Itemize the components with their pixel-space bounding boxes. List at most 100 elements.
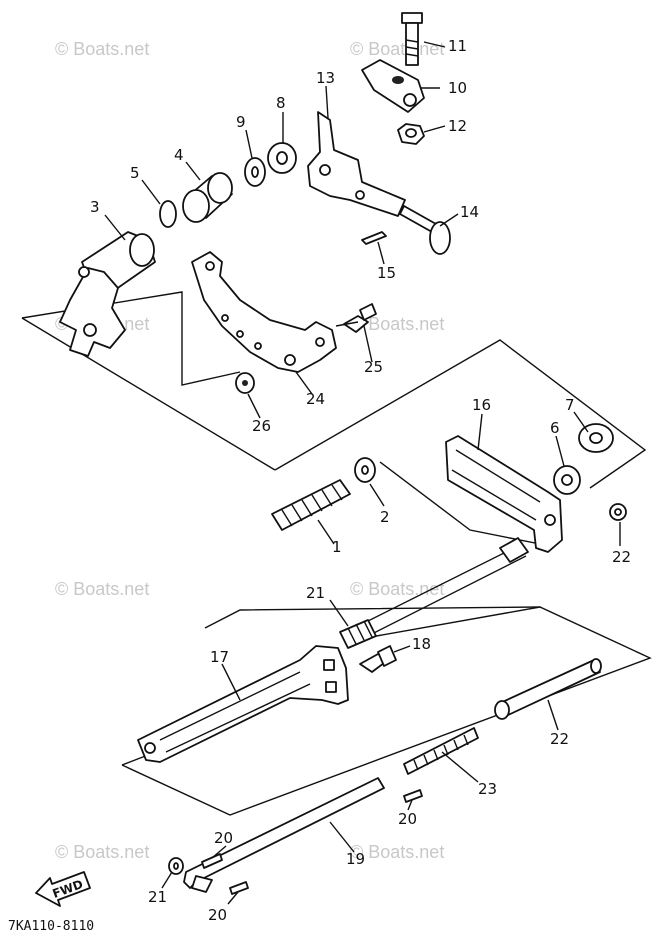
part-11-bolt — [401, 12, 423, 66]
part-16-lever-bracket — [445, 435, 563, 553]
callout-9: 9 — [236, 113, 246, 131]
callout-26: 24 — [306, 390, 325, 408]
part-12-nut — [397, 123, 425, 145]
callout-6: 6 — [550, 419, 560, 437]
bushing-end — [207, 172, 233, 204]
spring-coils — [347, 620, 373, 645]
callout-20-upper: 20 — [398, 810, 417, 828]
part-17-tilt-lever — [137, 645, 349, 763]
nut-hole — [405, 128, 417, 138]
bracket-plate — [307, 111, 406, 217]
callout-18: 18 — [412, 635, 431, 653]
callout-15: 15 — [377, 264, 396, 282]
bolt-thread — [405, 39, 419, 57]
spring-body — [271, 479, 351, 531]
lever-groove — [159, 671, 311, 753]
washer-hole — [614, 508, 622, 516]
part-20-cotter-pin — [403, 789, 423, 803]
leader-lines — [104, 41, 621, 905]
callout-3: 3 — [90, 198, 100, 216]
bolt-head — [401, 12, 423, 24]
callout-14: 14 — [460, 203, 479, 221]
callout-22: 22 — [612, 548, 631, 566]
bracket-hole — [221, 314, 229, 322]
washer-hole — [276, 151, 288, 165]
block-hole — [403, 93, 417, 107]
tube-end — [590, 658, 602, 674]
bracket-hole — [315, 337, 325, 347]
callout-28: 26 — [252, 417, 271, 435]
watermark-text: © Boats.net — [350, 39, 444, 59]
bracket-hole — [544, 514, 556, 526]
callout-20-middle: 20 — [214, 829, 233, 847]
washer-hole — [361, 465, 369, 475]
callout-27: 25 — [364, 358, 383, 376]
callout-16: 16 — [472, 396, 491, 414]
watermark-text: © Boats.net — [350, 579, 444, 599]
watermark-text: © Boats.net — [55, 39, 149, 59]
callout-7: 7 — [565, 396, 575, 414]
frame-line — [21, 317, 276, 471]
spring-coils — [413, 734, 469, 771]
rod-spring-end — [499, 537, 529, 563]
part-4-bushing — [182, 172, 233, 223]
assembly-frames — [21, 291, 652, 816]
pin-shaft — [399, 205, 437, 233]
part-19-rod — [183, 777, 385, 893]
part-20-cotter-pin — [229, 881, 249, 895]
clamp-hole — [83, 323, 97, 337]
callout-23: 21 — [306, 584, 325, 602]
lever-hole — [325, 681, 337, 693]
part-5-ring — [159, 200, 177, 228]
clamp-lever — [59, 267, 126, 357]
rod-line — [355, 555, 527, 643]
callout-19: 19 — [346, 850, 365, 868]
bolt-shank — [405, 22, 419, 66]
lever-hole — [323, 659, 335, 671]
part-6-washer — [553, 465, 581, 495]
watermark-text: © Boats.net — [350, 314, 444, 334]
fwd-direction-arrow: FWD — [35, 871, 91, 907]
washer-hole — [589, 432, 603, 444]
part-26-curved-bracket — [191, 251, 337, 373]
curved-bracket-body — [191, 251, 337, 373]
part-21-washer — [168, 857, 184, 875]
lever-hole — [144, 742, 156, 754]
part-7-washer — [578, 423, 614, 453]
block-hole — [392, 76, 404, 84]
bracket-hole — [254, 342, 262, 350]
frame-line — [274, 339, 647, 489]
callout-8: 8 — [276, 94, 286, 112]
part-23-spring — [339, 537, 529, 649]
nut-hole — [242, 380, 248, 386]
washer-hole — [173, 862, 179, 870]
lever-bracket-body — [445, 435, 563, 553]
part-9-washer — [244, 157, 266, 187]
part-27-bolt — [343, 303, 377, 333]
callout-11: 11 — [448, 37, 467, 55]
spring-coils — [281, 484, 343, 527]
part-2-washer — [354, 457, 376, 483]
part-15-cotter-pin — [361, 231, 387, 245]
part-3-clamp-body — [59, 231, 156, 357]
callout-13: 13 — [316, 69, 335, 87]
watermark-text: © Boats.net — [55, 579, 149, 599]
bolt-head — [377, 645, 397, 667]
cotter-pin-body — [361, 231, 387, 245]
part-1-spring — [271, 479, 351, 531]
bolt-head — [343, 315, 369, 333]
part-14-pin — [399, 205, 451, 255]
callout-17: 17 — [210, 648, 229, 666]
callout-20-lower: 20 — [208, 906, 227, 924]
watermark-text: © Boats.net — [350, 842, 444, 862]
part-24-tube — [494, 658, 602, 720]
part-25-spring — [403, 727, 479, 775]
frame-line — [121, 754, 149, 766]
part-22-washer — [609, 503, 627, 521]
clamp-hole — [78, 266, 90, 278]
clamp-cylinder-end — [129, 233, 155, 267]
callout-12: 12 — [448, 117, 467, 135]
lever-body — [137, 645, 349, 763]
rod-line — [349, 544, 521, 631]
